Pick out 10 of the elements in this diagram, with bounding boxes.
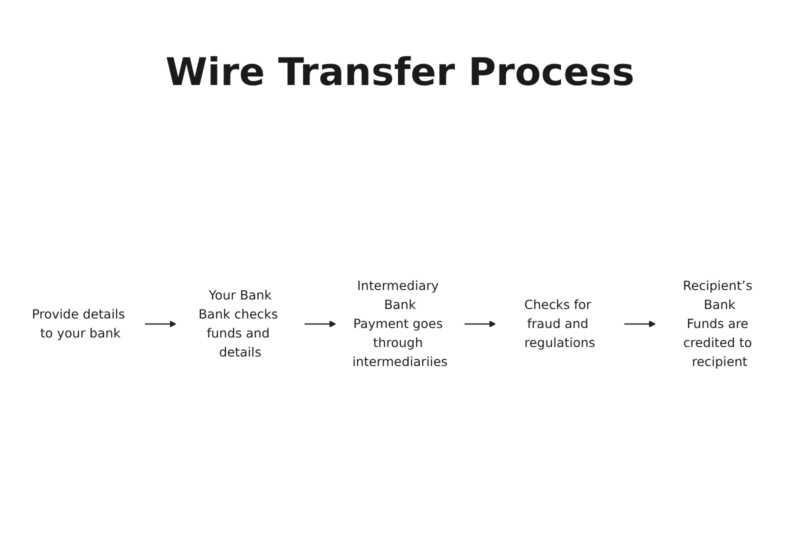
- arrow: [144, 320, 176, 328]
- node-text: Checks for fraud and regulations: [524, 297, 596, 350]
- arrow: [464, 320, 496, 328]
- node-text: Recipient’s Bank Funds are credited to recipient: [682, 278, 752, 370]
- node-text: Provide details to your bank: [32, 306, 125, 341]
- node-text: Your Bank Bank checks funds and details: [198, 288, 278, 360]
- node-text: Intermediary Bank Payment goes through intermediariies: [352, 278, 448, 370]
- arrow: [304, 320, 336, 328]
- arrow: [624, 320, 656, 328]
- title: Wire Transfer Process: [164, 49, 636, 94]
